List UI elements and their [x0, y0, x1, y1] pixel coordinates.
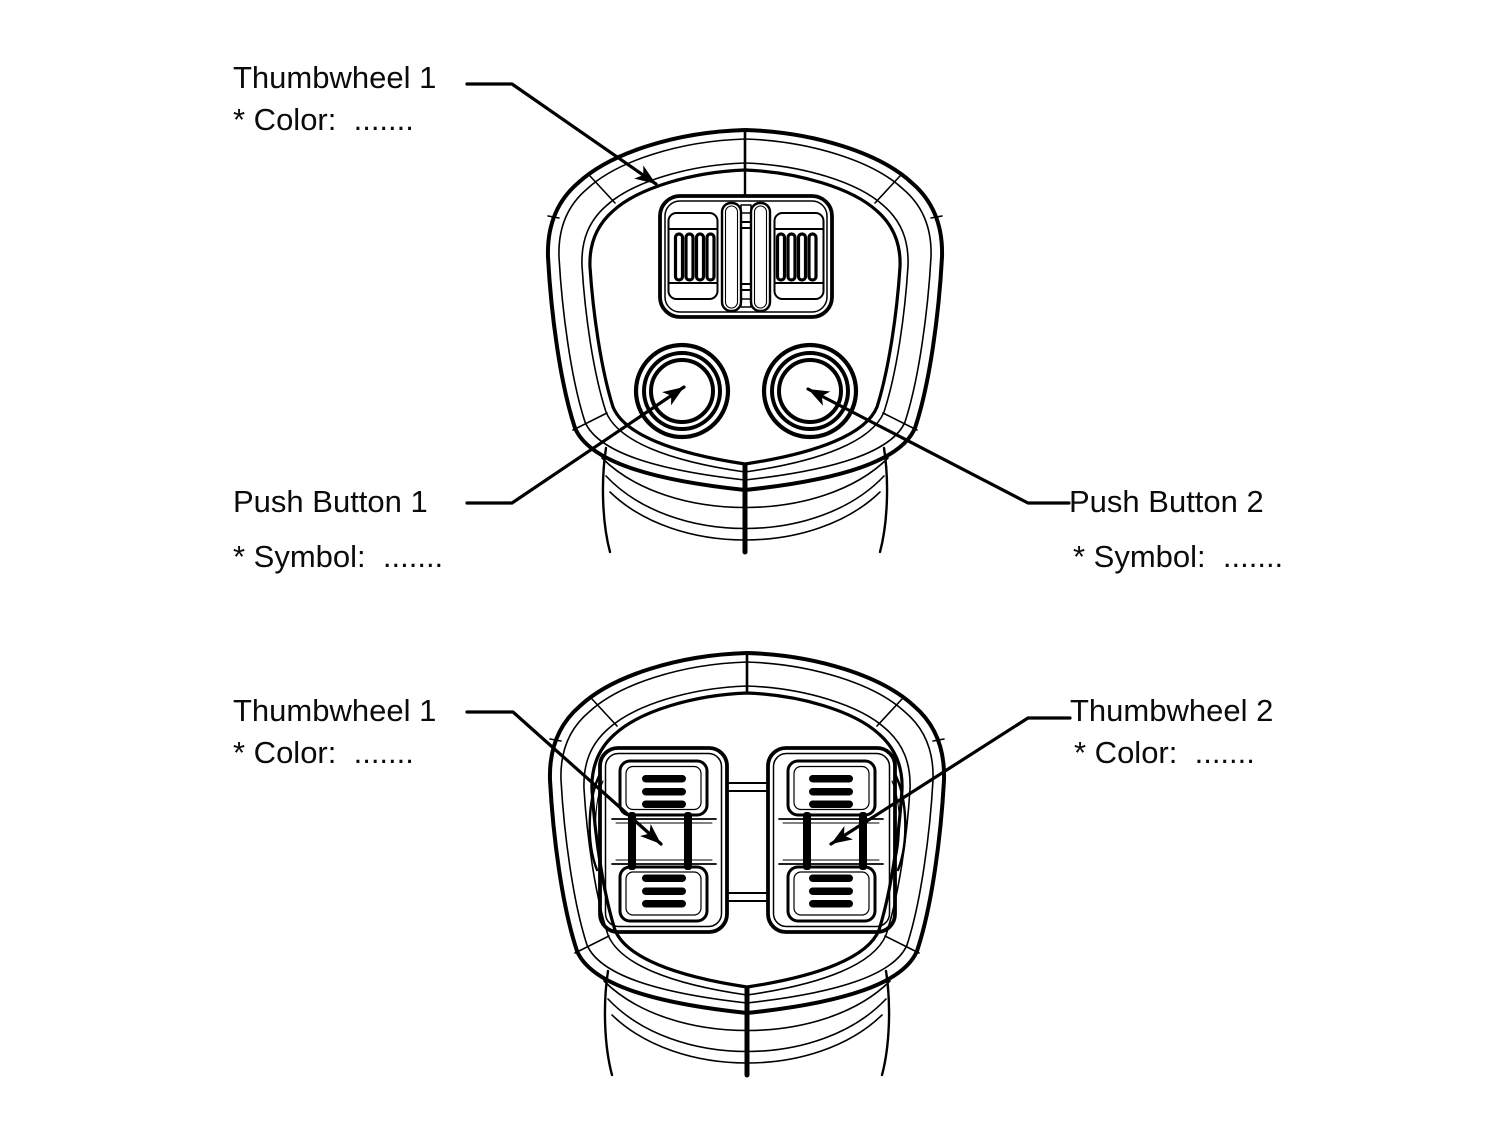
thumbwheel-right-half: [773, 212, 825, 300]
label-thumbwheel-top: Thumbwheel 1 * Color: .......: [233, 60, 436, 137]
label-thumbwheel-1-rear: Thumbwheel 1 * Color: .......: [233, 693, 436, 770]
grip-rear-view: [550, 653, 944, 1075]
label-push-button-2-title: Push Button 2: [1069, 484, 1264, 519]
thumbwheel-center-link: [726, 782, 769, 902]
leader-thumbwheel-2-rear: [829, 716, 1072, 846]
push-button-2: [761, 342, 859, 440]
leader-thumbwheel-1-rear: [465, 710, 663, 846]
grip-shell-outline: [550, 653, 944, 1075]
label-push-button-1: Push Button 1 * Symbol: .......: [233, 484, 443, 574]
label-push-button-1-title: Push Button 1: [233, 484, 428, 519]
label-push-button-1-detail: * Symbol: .......: [233, 539, 443, 574]
leader-push-button-1: [465, 385, 686, 505]
label-thumbwheel-2-rear-detail: * Color: .......: [1074, 735, 1255, 770]
thumbwheel-left-half: [667, 212, 719, 300]
thumbwheel-1-rear-view: [588, 746, 729, 934]
grip-top-view: [548, 130, 942, 552]
leader-thumbwheel-top: [465, 82, 658, 186]
leader-push-button-2: [806, 387, 1071, 505]
label-push-button-2-detail: * Symbol: .......: [1073, 539, 1283, 574]
push-button-1: [633, 342, 731, 440]
label-thumbwheel-1-rear-title: Thumbwheel 1: [233, 693, 436, 728]
label-push-button-2: Push Button 2 * Symbol: .......: [1069, 484, 1283, 574]
label-thumbwheel-top-detail: * Color: .......: [233, 102, 414, 137]
label-thumbwheel-1-rear-detail: * Color: .......: [233, 735, 414, 770]
label-thumbwheel-top-title: Thumbwheel 1: [233, 60, 436, 95]
thumbwheel-center-bridge: [720, 201, 772, 313]
label-thumbwheel-2-rear: Thumbwheel 2 * Color: .......: [1070, 693, 1273, 770]
thumbwheel-1-top-view: [658, 194, 834, 319]
label-thumbwheel-2-rear-title: Thumbwheel 2: [1070, 693, 1273, 728]
